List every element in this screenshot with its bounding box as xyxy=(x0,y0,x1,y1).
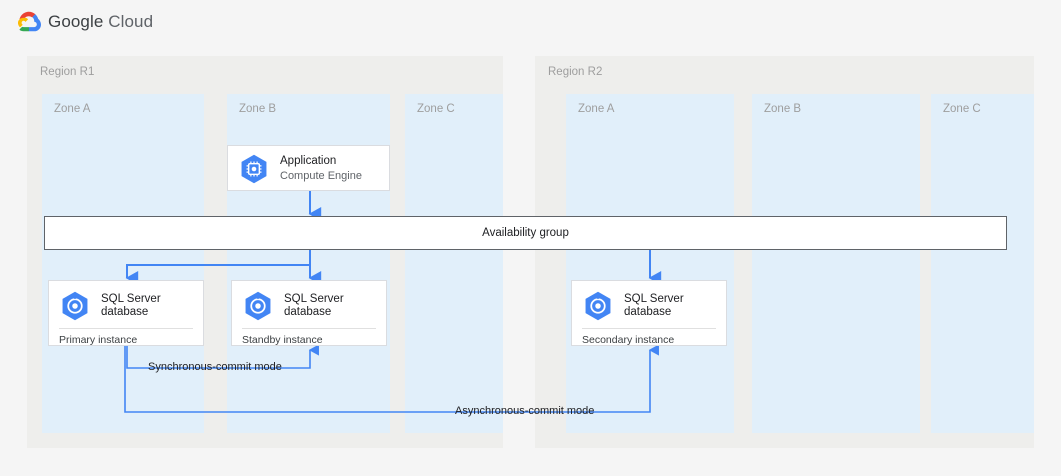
primary-database-node[interactable]: SQL Server database Primary instance xyxy=(48,280,204,346)
secondary-database-divider xyxy=(582,328,716,329)
primary-database-footer: Primary instance xyxy=(59,334,138,346)
availability-group-bar[interactable]: Availability group xyxy=(44,216,1007,250)
region-r2-zone-c-label: Zone C xyxy=(943,103,981,115)
asynchronous-commit-label: Asynchronous-commit mode xyxy=(455,405,595,417)
brand-cloud: Cloud xyxy=(103,12,154,31)
architecture-diagram: Region R1 Zone A Zone B Zone C Region R2… xyxy=(0,44,1061,476)
secondary-database-node[interactable]: SQL Server database Secondary instance xyxy=(571,280,727,346)
region-r2-zone-c-panel: Zone C xyxy=(931,94,1034,433)
secondary-database-title: SQL Server database xyxy=(624,292,684,319)
standby-database-title: SQL Server database xyxy=(284,292,344,319)
region-r2-zone-a-label: Zone A xyxy=(578,103,615,115)
application-node-subtitle: Compute Engine xyxy=(280,169,362,182)
brand-google: Google xyxy=(48,12,104,31)
region-r1-label: Region R1 xyxy=(40,66,95,78)
region-r2-zone-a-panel: Zone A xyxy=(566,94,734,433)
application-node[interactable]: Application Compute Engine xyxy=(227,145,390,191)
region-r2-zone-b-label: Zone B xyxy=(764,103,802,115)
availability-group-label: Availability group xyxy=(482,227,569,239)
region-r1-zone-c-panel: Zone C xyxy=(405,94,503,433)
synchronous-commit-label: Synchronous-commit mode xyxy=(148,361,282,373)
standby-database-divider xyxy=(242,328,376,329)
sql-server-database-icon xyxy=(62,291,88,321)
sql-server-database-icon xyxy=(585,291,611,321)
google-cloud-logo-icon xyxy=(18,11,41,32)
standby-database-footer: Standby instance xyxy=(242,334,323,346)
compute-engine-icon xyxy=(241,154,267,184)
region-r1-zone-b-label: Zone B xyxy=(239,103,277,115)
secondary-database-footer: Secondary instance xyxy=(582,334,675,346)
region-r1-zone-a-label: Zone A xyxy=(54,103,91,115)
region-r2-zone-b-panel: Zone B xyxy=(752,94,920,433)
region-r1-zone-c-label: Zone C xyxy=(417,103,455,115)
standby-database-node[interactable]: SQL Server database Standby instance xyxy=(231,280,387,346)
application-node-title: Application xyxy=(280,155,337,168)
region-r2-label: Region R2 xyxy=(548,66,603,78)
page-header: Google Cloud xyxy=(0,0,1061,44)
brand-label: Google Cloud xyxy=(48,12,153,32)
sql-server-database-icon xyxy=(245,291,271,321)
primary-database-divider xyxy=(59,328,193,329)
region-r1-zone-a-panel: Zone A xyxy=(42,94,204,433)
primary-database-title: SQL Server database xyxy=(101,292,161,319)
